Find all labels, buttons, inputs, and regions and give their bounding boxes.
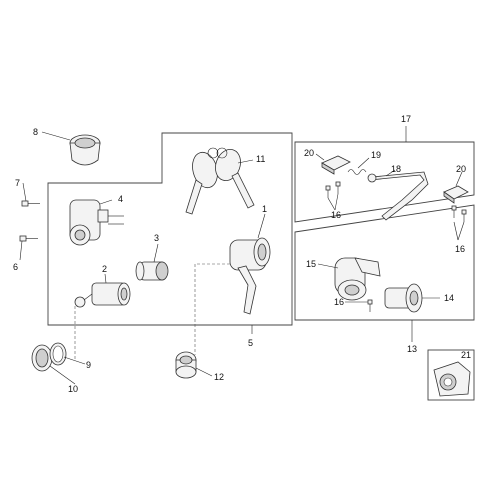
callout-9: 9 — [86, 360, 91, 370]
callout-16-left: 16 — [331, 210, 341, 220]
cylinder-14 — [384, 283, 423, 313]
callout-6: 6 — [13, 262, 18, 272]
guide-line-right — [194, 263, 230, 355]
part-21-box — [427, 349, 475, 401]
rod-18 — [367, 171, 429, 221]
callout-14: 14 — [444, 293, 454, 303]
screws-16-left — [325, 181, 341, 198]
callout-3: 3 — [154, 233, 159, 243]
callout-16-right: 16 — [455, 244, 465, 254]
callout-18: 18 — [391, 164, 401, 174]
saddle-lock-frame — [294, 141, 475, 223]
screw-7 — [21, 200, 40, 207]
callout-19: 19 — [371, 150, 381, 160]
lock-barrel-2 — [74, 282, 131, 308]
callout-10: 10 — [68, 384, 78, 394]
rubber-cap-part — [69, 134, 101, 166]
filler-lock-frame — [294, 204, 475, 321]
callout-20-left: 20 — [304, 148, 314, 158]
lock-body-15 — [334, 257, 381, 301]
screw-6 — [19, 235, 38, 242]
screw-16-filler — [367, 299, 373, 312]
ignition-switch-part — [69, 199, 124, 246]
clip-20-right — [443, 185, 469, 204]
spring-19 — [347, 169, 367, 175]
callout-4: 4 — [118, 194, 123, 204]
ring-9 — [49, 342, 67, 366]
assembly-21 — [433, 361, 471, 397]
callout-13: 13 — [407, 344, 417, 354]
callout-8: 8 — [33, 127, 38, 137]
callout-20-right: 20 — [456, 164, 466, 174]
keys-part — [185, 147, 255, 215]
callout-11: 11 — [256, 154, 265, 164]
callout-15: 15 — [306, 259, 316, 269]
callout-16-filler: 16 — [334, 297, 344, 307]
lock-cylinder-3 — [135, 261, 169, 281]
lock-1 — [229, 237, 271, 315]
callout-21: 21 — [461, 350, 471, 360]
bush-12 — [175, 351, 197, 379]
callout-7: 7 — [15, 178, 20, 188]
callout-2: 2 — [102, 264, 107, 274]
callout-12: 12 — [214, 372, 224, 382]
washer-10 — [31, 344, 53, 372]
callout-1: 1 — [262, 204, 267, 214]
clip-20-left — [321, 155, 351, 175]
lock-set-frame — [47, 132, 293, 326]
leader-lines — [19, 126, 465, 385]
screws-16-right — [451, 205, 467, 222]
callout-5: 5 — [248, 338, 253, 348]
callout-17: 17 — [401, 114, 411, 124]
